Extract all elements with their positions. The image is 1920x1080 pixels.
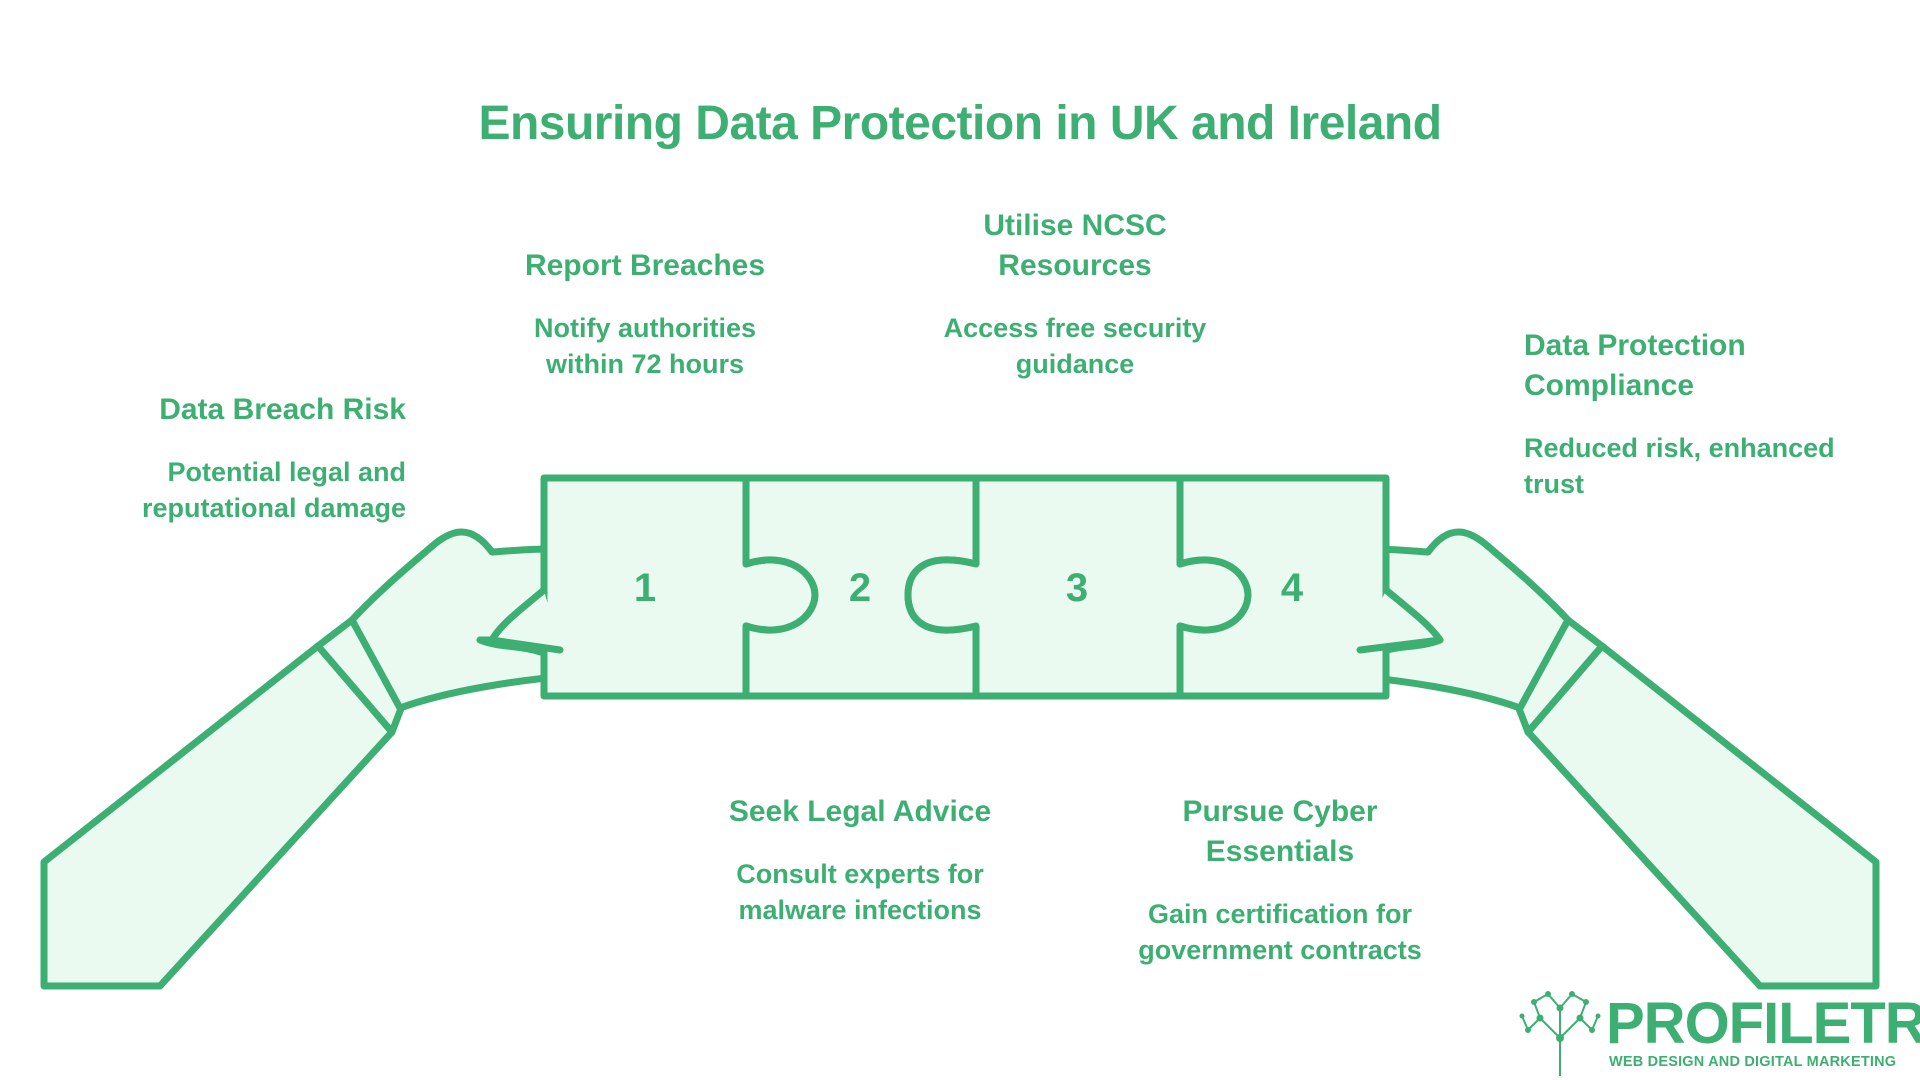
- step-4-heading-line-2: Essentials: [1205, 835, 1355, 868]
- step-1-heading: Report Breaches: [524, 249, 766, 282]
- end-block: Data Protection Compliance Reduced risk,…: [1524, 326, 1884, 502]
- step-3-heading: Utilise NCSC Resources: [910, 206, 1240, 286]
- right-thumb: [1356, 586, 1444, 654]
- step-2-block: Seek Legal Advice Consult experts for ma…: [695, 792, 1025, 928]
- start-heading: Data Breach Risk: [159, 393, 406, 426]
- puzzle-number-2: 2: [848, 566, 872, 610]
- end-description: Reduced risk, enhanced trust: [1524, 430, 1884, 502]
- step-2-heading: Seek Legal Advice: [728, 795, 992, 828]
- step-3-desc-line-1: Access free security: [943, 313, 1207, 343]
- end-heading-line-1: Data Protection: [1524, 329, 1746, 362]
- step-4-block: Pursue Cyber Essentials Gain certificati…: [1115, 792, 1445, 968]
- end-heading: Data Protection Compliance: [1524, 326, 1884, 406]
- step-1-description: Notify authorities within 72 hours: [480, 310, 810, 382]
- start-desc-line-2: reputational damage: [141, 493, 406, 523]
- end-desc-line-2: trust: [1524, 469, 1584, 499]
- step-1-desc-line-2: within 72 hours: [545, 349, 745, 379]
- logo-tagline: WEB DESIGN AND DIGITAL MARKETING: [1609, 1054, 1897, 1070]
- puzzle-number-3: 3: [1065, 566, 1089, 610]
- puzzle-number-4: 4: [1280, 566, 1304, 610]
- puzzle-number-1: 1: [633, 566, 657, 610]
- end-desc-line-1: Reduced risk, enhanced: [1524, 433, 1835, 463]
- tree-network-icon: [1519, 991, 1601, 1076]
- step-4-description: Gain certification for government contra…: [1115, 896, 1445, 968]
- left-thumb: [488, 586, 564, 654]
- left-hand: [348, 528, 590, 712]
- start-block: Data Breach Risk Potential legal and rep…: [100, 390, 406, 526]
- step-3-block: Utilise NCSC Resources Access free secur…: [910, 206, 1240, 382]
- step-3-heading-line-1: Utilise NCSC: [983, 209, 1167, 242]
- step-4-heading-line-1: Pursue Cyber: [1182, 795, 1378, 828]
- step-1-desc-line-1: Notify authorities: [533, 313, 756, 343]
- step-3-heading-line-2: Resources: [998, 249, 1152, 282]
- start-desc-line-1: Potential legal and: [167, 457, 406, 487]
- profiletree-logo: PROFILETREE WEB DESIGN AND DIGITAL MARKE…: [1518, 988, 1920, 1078]
- end-heading-line-2: Compliance: [1524, 369, 1695, 402]
- step-2-desc-line-1: Consult experts for: [736, 859, 984, 889]
- step-2-desc-line-2: malware infections: [738, 895, 982, 925]
- step-4-desc-line-2: government contracts: [1138, 935, 1422, 965]
- right-sleeve: [1524, 642, 1880, 990]
- step-4-heading: Pursue Cyber Essentials: [1115, 792, 1445, 872]
- step-4-desc-line-1: Gain certification for: [1147, 899, 1413, 929]
- page-title: Ensuring Data Protection in UK and Irela…: [478, 97, 1442, 150]
- step-3-desc-line-2: guidance: [1015, 349, 1135, 379]
- step-1-block: Report Breaches Notify authorities withi…: [480, 246, 810, 382]
- left-sleeve: [40, 642, 396, 990]
- step-3-description: Access free security guidance: [910, 310, 1240, 382]
- logo-wordmark: PROFILETREE: [1606, 991, 1920, 1056]
- puzzle-piece-4: [1176, 474, 1390, 700]
- start-description: Potential legal and reputational damage: [100, 454, 406, 526]
- step-2-description: Consult experts for malware infections: [695, 856, 1025, 928]
